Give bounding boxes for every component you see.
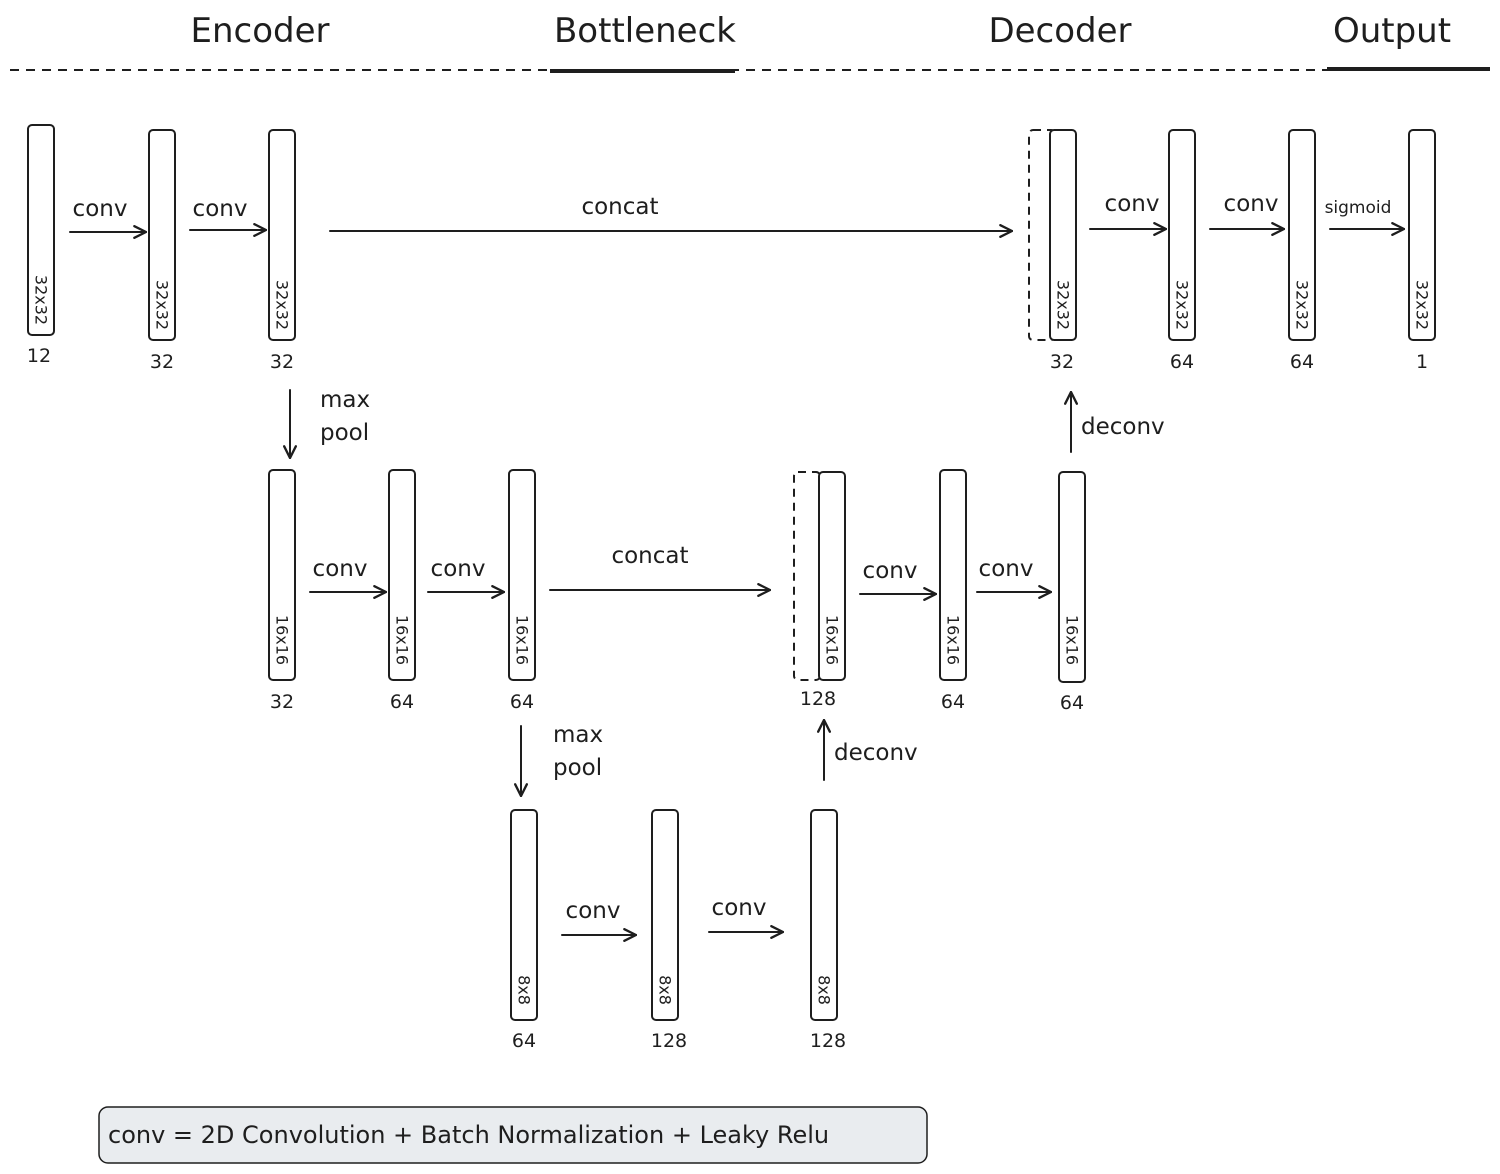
- feature-map-enc1a: 32x32 12: [27, 124, 55, 367]
- channel-count: 128: [800, 688, 836, 710]
- channel-count: 32: [270, 691, 294, 713]
- channel-count: 64: [1060, 692, 1084, 714]
- conv-label: conv: [979, 556, 1034, 582]
- legend-box: [98, 1106, 928, 1164]
- deconv-label: deconv: [834, 740, 918, 766]
- size-label: 32x32: [32, 275, 51, 325]
- pool-label: pool: [320, 420, 369, 446]
- feature-map-dec2a: 16x16 128: [793, 471, 846, 710]
- concat-label: concat: [581, 194, 658, 220]
- channel-count: 64: [941, 691, 965, 713]
- conv-label: conv: [863, 558, 918, 584]
- size-label: 16x16: [944, 615, 963, 665]
- max-label: max: [553, 722, 603, 748]
- channel-count: 64: [510, 691, 534, 713]
- decoder-title: Decoder: [988, 11, 1131, 51]
- conv-label: conv: [193, 196, 248, 222]
- size-label: 32x32: [1413, 280, 1432, 330]
- size-label: 16x16: [1063, 615, 1082, 665]
- feature-map-enc1b: 32x32 32: [148, 129, 176, 373]
- feature-map-dec1b: 32x32 64: [1168, 129, 1196, 373]
- concat-label: concat: [611, 543, 688, 569]
- concat-ghost-block: [1028, 129, 1056, 341]
- size-label: 32x32: [1054, 280, 1073, 330]
- feature-map-bot3: 8x8 128: [810, 809, 846, 1052]
- legend-text: conv = 2D Convolution + Batch Normalizat…: [108, 1121, 829, 1149]
- feature-map-enc2a: 16x16 32: [268, 469, 296, 713]
- feature-map-dec2c: 16x16 64: [1058, 471, 1086, 714]
- size-label: 8x8: [815, 975, 834, 1005]
- channel-count: 64: [512, 1030, 536, 1052]
- conv-label: conv: [313, 556, 368, 582]
- channel-count: 64: [1170, 351, 1194, 373]
- channel-count: 128: [810, 1030, 846, 1052]
- legend: conv = 2D Convolution + Batch Normalizat…: [98, 1106, 928, 1164]
- channel-count: 1: [1416, 351, 1428, 373]
- channel-count: 64: [1290, 351, 1314, 373]
- bottleneck-title: Bottleneck: [554, 11, 736, 51]
- conv-label: conv: [73, 196, 128, 222]
- size-label: 32x32: [1293, 280, 1312, 330]
- feature-map-dec2b: 16x16 64: [939, 469, 967, 713]
- channel-count: 32: [270, 351, 294, 373]
- channel-count: 128: [651, 1030, 687, 1052]
- deconv-label: deconv: [1081, 414, 1165, 440]
- feature-map-dec1a: 32x32 32: [1028, 129, 1077, 373]
- output-title: Output: [1333, 11, 1451, 51]
- channel-count: 32: [1050, 351, 1074, 373]
- conv-label: conv: [1105, 191, 1160, 217]
- size-label: 16x16: [393, 615, 412, 665]
- size-label: 8x8: [656, 975, 675, 1005]
- size-label: 8x8: [515, 975, 534, 1005]
- channel-count: 32: [150, 351, 174, 373]
- conv-label: conv: [712, 895, 767, 921]
- conv-label: conv: [566, 898, 621, 924]
- size-label: 16x16: [823, 615, 842, 665]
- feature-map-bot2: 8x8 128: [651, 809, 687, 1052]
- feature-map-enc1c: 32x32 32: [268, 129, 296, 373]
- encoder-title: Encoder: [190, 11, 329, 51]
- size-label: 16x16: [513, 615, 532, 665]
- sigmoid-label: sigmoid: [1325, 198, 1392, 218]
- conv-label: conv: [431, 556, 486, 582]
- channel-count: 12: [27, 345, 51, 367]
- feature-map-enc2c: 16x16 64: [508, 469, 536, 713]
- feature-map-bot1: 8x8 64: [510, 809, 538, 1052]
- feature-map-enc2b: 16x16 64: [388, 469, 416, 713]
- conv-label: conv: [1224, 191, 1279, 217]
- size-label: 16x16: [273, 615, 292, 665]
- feature-map-dec1c: 32x32 64: [1288, 129, 1316, 373]
- max-label: max: [320, 387, 370, 413]
- pool-label: pool: [553, 755, 602, 781]
- feature-map-output: 32x32 1: [1408, 129, 1436, 373]
- concat-ghost-block: [793, 471, 821, 681]
- size-label: 32x32: [273, 280, 292, 330]
- size-label: 32x32: [153, 280, 172, 330]
- channel-count: 64: [390, 691, 414, 713]
- size-label: 32x32: [1173, 280, 1192, 330]
